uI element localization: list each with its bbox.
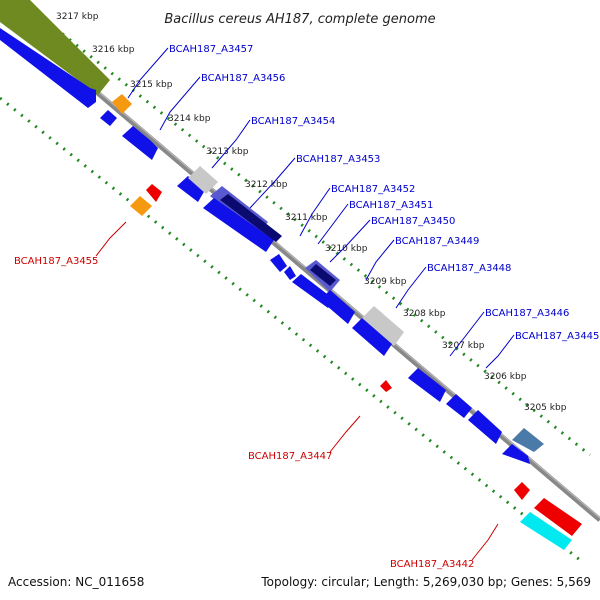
gene-label[interactable]: BCAH187_A3442	[390, 559, 474, 570]
tick-label: 3213 kbp	[206, 147, 249, 157]
cds-forward[interactable]	[352, 318, 392, 356]
topology-text: Topology: circular; Length: 5,269,030 bp…	[260, 575, 591, 589]
cyan-feature[interactable]	[520, 512, 572, 550]
map-title: Bacillus cereus AH187, complete genome	[164, 12, 435, 27]
orange-feature[interactable]	[130, 196, 152, 216]
tick-label: 3207 kbp	[442, 341, 485, 351]
cds-forward[interactable]	[177, 176, 205, 202]
cds-forward[interactable]	[320, 290, 355, 324]
gray-rna-feature[interactable]	[188, 166, 218, 194]
tick-label: 3215 kbp	[130, 80, 173, 90]
gene-label[interactable]: BCAH187_A3445	[515, 331, 599, 342]
forward-gene-labels: BCAH187_A3457 BCAH187_A3456 BCAH187_A345…	[169, 44, 599, 342]
cds-forward-dark[interactable]	[310, 264, 336, 286]
tick-label: 3210 kbp	[325, 244, 368, 254]
olive-feature[interactable]	[0, 0, 110, 95]
cds-forward-dark[interactable]	[220, 194, 282, 242]
tick-label: 3208 kbp	[403, 309, 446, 319]
cds-reverse-red[interactable]	[514, 482, 530, 500]
gene-label[interactable]: BCAH187_A3454	[251, 116, 335, 127]
forward-strand-features	[0, 0, 544, 464]
gene-label[interactable]: BCAH187_A3456	[201, 73, 285, 84]
accession-text: Accession: NC_011658	[8, 575, 144, 589]
kbp-tick-labels: 3217 kbp 3216 kbp 3215 kbp 3214 kbp 3213…	[56, 12, 567, 413]
gene-label[interactable]: BCAH187_A3453	[296, 154, 380, 165]
reverse-label-leaders	[95, 221, 499, 561]
gene-label[interactable]: BCAH187_A3449	[395, 236, 479, 247]
cds-forward[interactable]	[122, 126, 158, 160]
cds-forward[interactable]	[468, 410, 502, 444]
cds-forward[interactable]	[446, 394, 472, 418]
gene-label[interactable]: BCAH187_A3448	[427, 263, 511, 274]
tick-label: 3216 kbp	[92, 45, 135, 55]
cds-reverse-red[interactable]	[534, 498, 582, 536]
cds-reverse-red[interactable]	[380, 380, 392, 392]
tick-label: 3211 kbp	[285, 213, 328, 223]
cds-forward[interactable]	[203, 198, 274, 252]
reverse-strand-features	[130, 184, 582, 550]
cds-forward[interactable]	[284, 266, 296, 280]
tick-label: 3205 kbp	[524, 403, 567, 413]
tick-label: 3214 kbp	[168, 114, 211, 124]
tick-label: 3212 kbp	[245, 180, 288, 190]
cds-forward[interactable]	[270, 254, 287, 272]
forward-label-leaders	[127, 47, 515, 369]
tick-label: 3209 kbp	[364, 277, 407, 287]
steel-feature[interactable]	[512, 428, 544, 452]
gene-label[interactable]: BCAH187_A3457	[169, 44, 253, 55]
cds-forward[interactable]	[100, 110, 117, 126]
gene-label[interactable]: BCAH187_A3447	[248, 451, 332, 462]
cds-forward[interactable]	[0, 28, 96, 108]
cds-reverse-red[interactable]	[146, 184, 162, 202]
orange-feature[interactable]	[112, 94, 132, 114]
tick-label: 3217 kbp	[56, 12, 99, 22]
cds-forward[interactable]	[408, 368, 446, 402]
cds-forward[interactable]	[502, 444, 530, 464]
gene-label[interactable]: BCAH187_A3455	[14, 256, 98, 267]
gene-label[interactable]: BCAH187_A3451	[349, 200, 433, 211]
gene-label[interactable]: BCAH187_A3446	[485, 308, 569, 319]
gray-rna-feature[interactable]	[362, 306, 404, 346]
reverse-gene-labels: BCAH187_A3455 BCAH187_A3447 BCAH187_A344…	[14, 256, 474, 570]
gene-label[interactable]: BCAH187_A3450	[371, 216, 455, 227]
inner-dotted-ring	[0, 96, 581, 562]
gene-label[interactable]: BCAH187_A3452	[331, 184, 415, 195]
tick-label: 3206 kbp	[484, 372, 527, 382]
